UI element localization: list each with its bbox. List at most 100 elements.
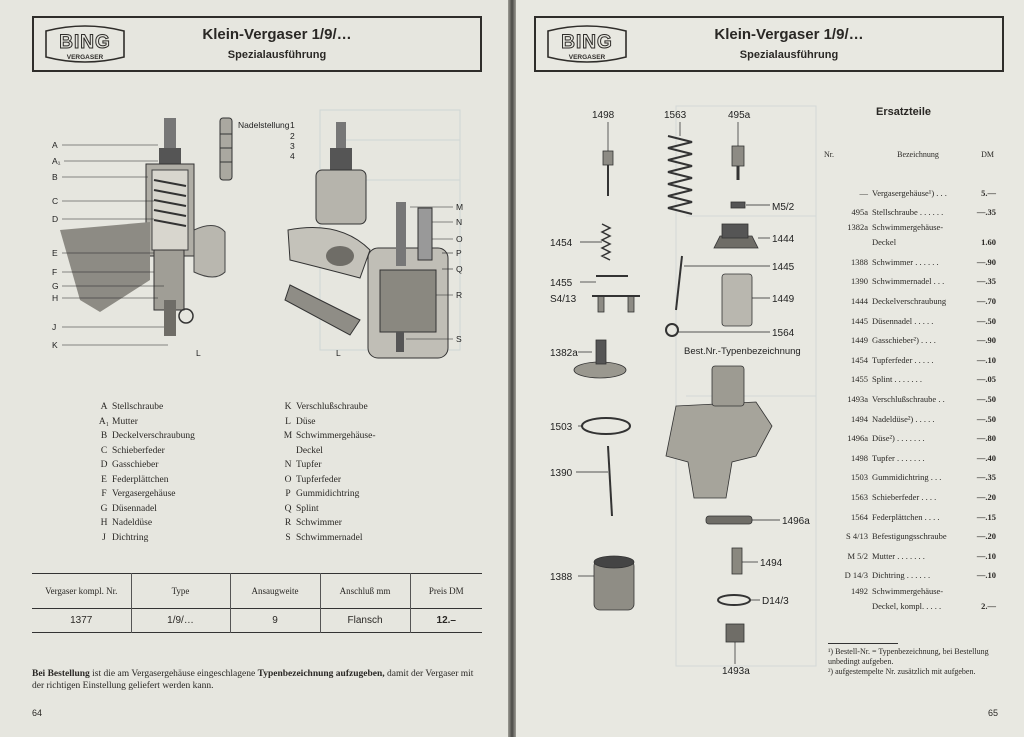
table-cell: 1/9/… xyxy=(130,608,230,633)
part-name: Gummidichtring . . . xyxy=(872,472,942,483)
part-name: Deckel xyxy=(872,237,897,248)
part-price: 1.60 xyxy=(981,237,996,248)
type-designation-callout: Best.Nr.-Typenbezeichnung xyxy=(684,346,801,357)
needle-position-label: Nadelstellung xyxy=(238,120,290,130)
table-cell: 9 xyxy=(229,608,320,633)
part-name: Verschlußschraube . . xyxy=(872,393,945,404)
part-price: —.10 xyxy=(976,550,996,561)
needle-pos-1: 1 xyxy=(290,120,295,130)
parts-header-nr: Nr. xyxy=(824,150,834,159)
book-gutter xyxy=(508,0,516,737)
legend-key: M xyxy=(283,431,293,441)
legend-text: Schwimmer xyxy=(296,518,342,528)
part-callout: 1388 xyxy=(550,572,573,583)
callout-A1: A₁ xyxy=(52,156,61,166)
svg-text:BING: BING xyxy=(59,32,111,53)
parts-header-name: Bezeichnung xyxy=(897,150,939,159)
column-header: Type xyxy=(130,573,230,609)
list-item: Deckel, kompl. . . . .2.— xyxy=(824,596,996,611)
table-cell: Flansch xyxy=(319,608,410,633)
part-name: Splint . . . . . . . xyxy=(872,374,923,385)
legend-key: D xyxy=(100,460,108,470)
left-page: BING VERGASER Klein-Vergaser 1/9/… Spezi… xyxy=(0,0,508,737)
part-nr: 1382a xyxy=(847,222,868,233)
part-callout: 1494 xyxy=(760,558,783,569)
callout-F: F xyxy=(52,267,57,277)
right-header: BING VERGASER Klein-Vergaser 1/9/… Spezi… xyxy=(534,16,1004,72)
part-nr: 1563 xyxy=(851,491,868,502)
legend-item: Q Splint xyxy=(280,502,376,517)
legend-text: Deckel xyxy=(296,445,323,456)
table-row: 1377 1/9/… 9 Flansch 12.– xyxy=(32,608,482,633)
part-name: Mutter . . . . . . . xyxy=(872,550,925,561)
right-page: BING VERGASER Klein-Vergaser 1/9/… Spezi… xyxy=(516,0,1024,737)
legend-key xyxy=(280,444,296,459)
column-header: Ansaugweite xyxy=(229,573,320,609)
legend-key: B xyxy=(100,431,108,441)
exploded-parts-diagram: 1498 1563 495a M5/2 1454 1444 1455 1445 … xyxy=(550,105,817,677)
part-nr: 1492 xyxy=(851,586,868,597)
part-nr: 1493a xyxy=(847,393,868,404)
bing-logo: BING VERGASER xyxy=(547,25,627,63)
part-nr: 1496a xyxy=(847,433,868,444)
table-cell: 1377 xyxy=(70,615,93,626)
legend-text: Tupferfeder xyxy=(296,474,342,485)
legend-text: Vergasergehäuse xyxy=(112,489,176,499)
legend-key: L xyxy=(285,416,291,427)
part-nr: 1449 xyxy=(851,335,868,346)
legend-text: Gummidichtring xyxy=(296,489,360,499)
callout-C: C xyxy=(52,196,58,206)
legend-text: Federplättchen xyxy=(112,474,169,485)
legend-key: Q xyxy=(284,503,292,514)
legend-key: C xyxy=(100,445,108,456)
part-callout: 1564 xyxy=(772,328,795,339)
callout-B: B xyxy=(52,172,58,182)
part-name: Tupferfeder . . . . . xyxy=(872,354,934,365)
page-title: Klein-Vergaser 1/9/… xyxy=(714,26,864,43)
part-callout: 1496a xyxy=(782,516,810,527)
part-callout: 1449 xyxy=(772,294,795,305)
legend-text: Mutter xyxy=(112,416,138,427)
part-nr: M 5/2 xyxy=(847,550,868,561)
column-header: Preis DM xyxy=(409,573,482,609)
legend-text: Splint xyxy=(296,503,319,514)
part-name: Deckelverschraubung xyxy=(872,295,947,306)
legend-text: Deckelverschraubung xyxy=(112,431,195,441)
footnote-1: ¹) Bestell-Nr. = Typenbezeichnung, bei B… xyxy=(828,647,989,666)
legend-item: B Deckelverschraubung xyxy=(96,429,195,444)
page-subtitle: Spezialausführung xyxy=(739,49,839,61)
page-subtitle: Spezialausführung xyxy=(227,49,327,61)
part-price: —.50 xyxy=(976,315,996,326)
table-cell-price: 12.– xyxy=(409,608,482,633)
legend-key: H xyxy=(100,518,108,528)
list-item: M 5/2 Mutter . . . . . . . —.10 xyxy=(824,541,996,561)
callout-O: O xyxy=(456,234,463,244)
part-name: Dichtring . . . . . . xyxy=(872,570,931,581)
part-name: Tupfer . . . . . . . xyxy=(872,452,925,463)
footnotes: ¹) Bestell-Nr. = Typenbezeichnung, bei B… xyxy=(828,647,1000,677)
part-price: —.90 xyxy=(976,256,996,267)
callout-H: H xyxy=(52,293,58,303)
part-callout: 495a xyxy=(728,110,751,121)
legend-key: N xyxy=(284,460,292,470)
part-price: 5.— xyxy=(981,187,996,198)
part-callout: 1382a xyxy=(550,348,578,359)
part-name: Schieberfeder . . . . xyxy=(872,491,937,502)
legend-key: E xyxy=(101,474,107,485)
legend-text: Schieberfeder xyxy=(112,445,165,456)
part-nr: 1455 xyxy=(851,374,868,385)
